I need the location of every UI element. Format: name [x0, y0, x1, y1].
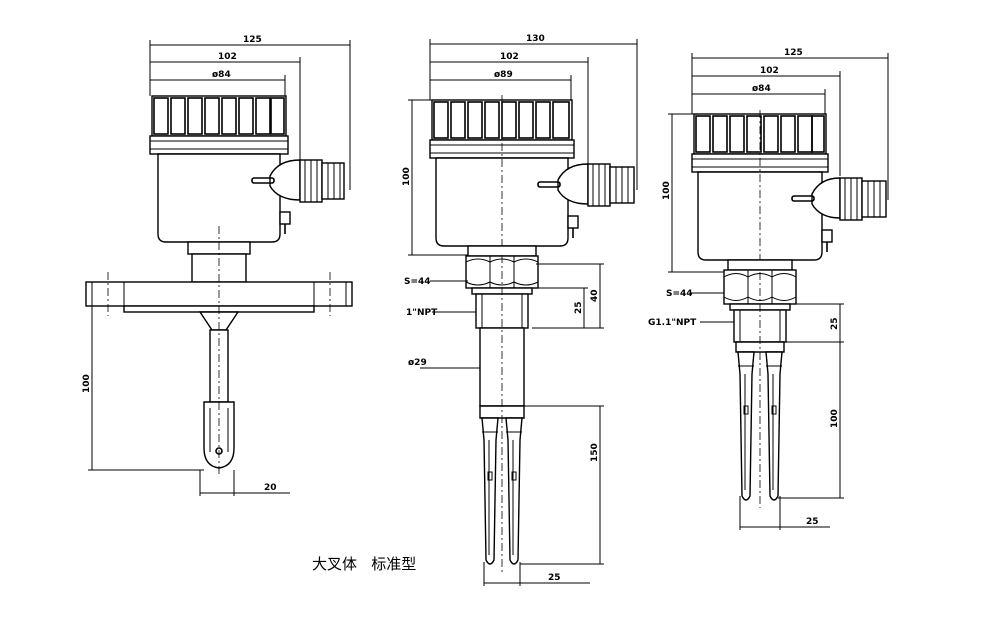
middle-dim-head-diameter: ø89 [494, 70, 513, 80]
left-dim-lines [149, 40, 351, 190]
middle-dim-neck-len: 40 [590, 289, 600, 302]
right-leaders [690, 292, 734, 323]
left-cap [149, 95, 289, 155]
right-cable-gland [791, 177, 887, 221]
right-hex-nut [723, 259, 797, 305]
left-length-dim-lines [88, 306, 290, 496]
middle-ground-screw [567, 215, 579, 238]
left-dim-mid-width: 102 [218, 52, 237, 62]
left-dim-fork-width: 20 [264, 483, 277, 493]
right-dim-mid-width: 102 [760, 66, 779, 76]
right-ground-screw [821, 229, 833, 252]
left-device: 125 102 ø84 [82, 35, 353, 496]
middle-fork [479, 255, 525, 572]
right-dim-lines [668, 53, 889, 273]
right-dim-total-width: 125 [784, 48, 803, 58]
left-cable-gland [251, 159, 345, 203]
middle-label-thread: 1"NPT [406, 308, 438, 318]
left-ground-screw [279, 211, 291, 234]
middle-label-tube-diameter: ø29 [408, 358, 427, 368]
left-dim-length: 100 [82, 374, 92, 393]
middle-dim-head-height: 100 [402, 167, 412, 186]
right-right-dim-lines [739, 303, 844, 530]
middle-dim-fork-width: 25 [548, 573, 561, 583]
middle-dim-lines [408, 39, 638, 256]
middle-label-hex: S=44 [404, 277, 431, 287]
middle-cable-gland [537, 163, 635, 207]
right-fork [735, 272, 785, 508]
left-dim-head-diameter: ø84 [212, 70, 231, 80]
drawing-caption: 大叉体 标准型 [312, 555, 416, 573]
right-dim-head-diameter: ø84 [752, 84, 771, 94]
right-label-hex: S=44 [666, 289, 693, 299]
middle-right-dim-lines [483, 263, 604, 586]
left-housing [157, 153, 281, 243]
left-dim-total-width: 125 [243, 35, 262, 45]
right-dim-head-height: 100 [662, 181, 672, 200]
right-label-thread: G1.1"NPT [648, 318, 697, 328]
middle-dim-length: 150 [590, 443, 600, 462]
right-cap [691, 113, 829, 173]
middle-leaders [420, 280, 480, 369]
right-device: 125 102 ø84 100 [648, 48, 889, 530]
right-dim-fork-width: 25 [806, 517, 819, 527]
right-dim-length: 100 [830, 409, 840, 428]
middle-dim-total-width: 130 [526, 34, 545, 44]
left-fork [198, 226, 240, 475]
middle-device: 130 102 ø89 100 [402, 34, 638, 586]
right-housing [697, 171, 823, 261]
middle-dim-thread-len: 25 [574, 301, 584, 314]
right-dim-thread-len: 25 [830, 317, 840, 330]
middle-dim-mid-width: 102 [500, 52, 519, 62]
